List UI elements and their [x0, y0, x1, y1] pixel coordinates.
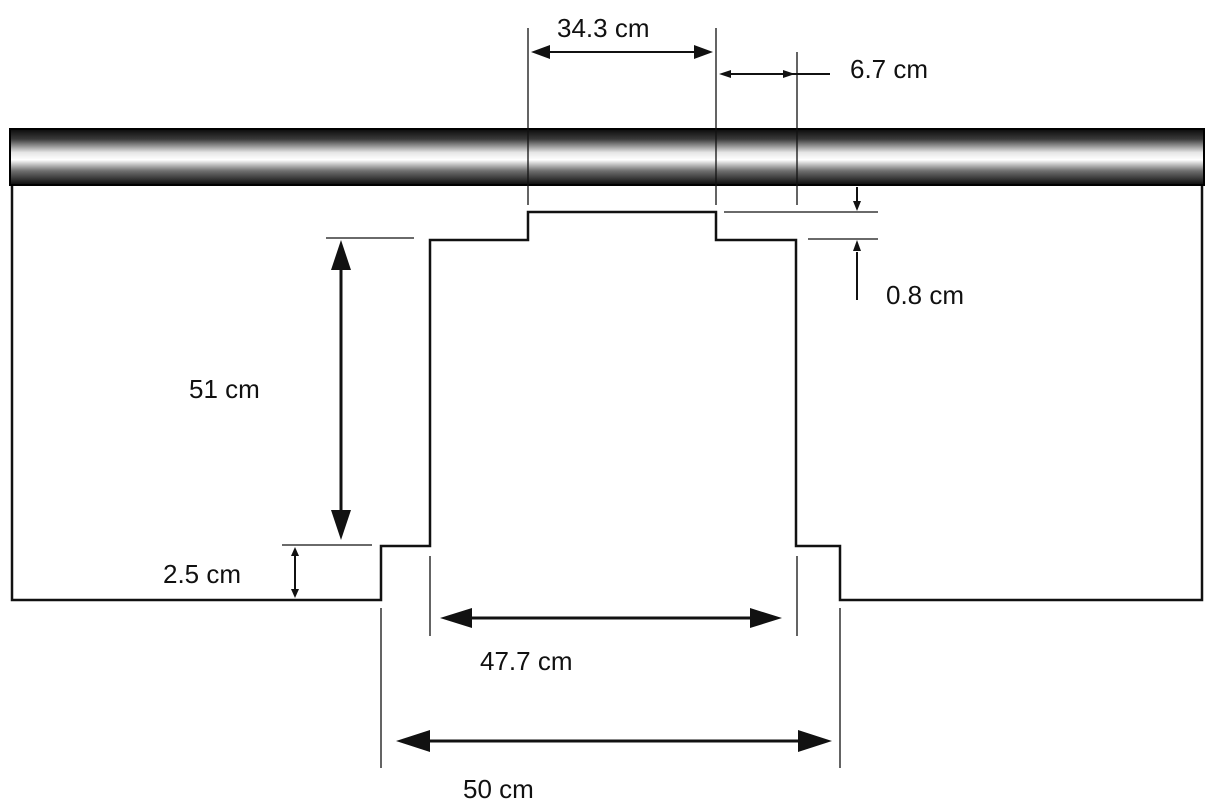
- arrowhead: [853, 240, 861, 251]
- arrowhead: [719, 70, 731, 78]
- arrowhead: [531, 45, 550, 59]
- arrowhead: [291, 589, 299, 598]
- arrowhead: [750, 608, 782, 628]
- arrowhead: [694, 45, 713, 59]
- label-offset: 6.7 cm: [850, 54, 928, 84]
- label-inner-width: 47.7 cm: [480, 646, 573, 676]
- arrowhead: [798, 730, 832, 752]
- top-bar: [9, 128, 1205, 186]
- label-outer-width: 50 cm: [463, 774, 534, 804]
- arrowhead: [783, 70, 795, 78]
- body-outline: [10, 185, 1204, 602]
- label-base-step: 2.5 cm: [163, 559, 241, 589]
- arrowhead: [331, 240, 351, 270]
- label-step-height: 0.8 cm: [886, 280, 964, 310]
- arrowhead: [291, 547, 299, 556]
- arrowhead: [331, 510, 351, 540]
- label-height: 51 cm: [189, 374, 260, 404]
- label-top-width: 34.3 cm: [557, 13, 650, 43]
- arrowhead: [396, 730, 430, 752]
- arrowhead: [853, 201, 861, 211]
- arrowhead: [440, 608, 472, 628]
